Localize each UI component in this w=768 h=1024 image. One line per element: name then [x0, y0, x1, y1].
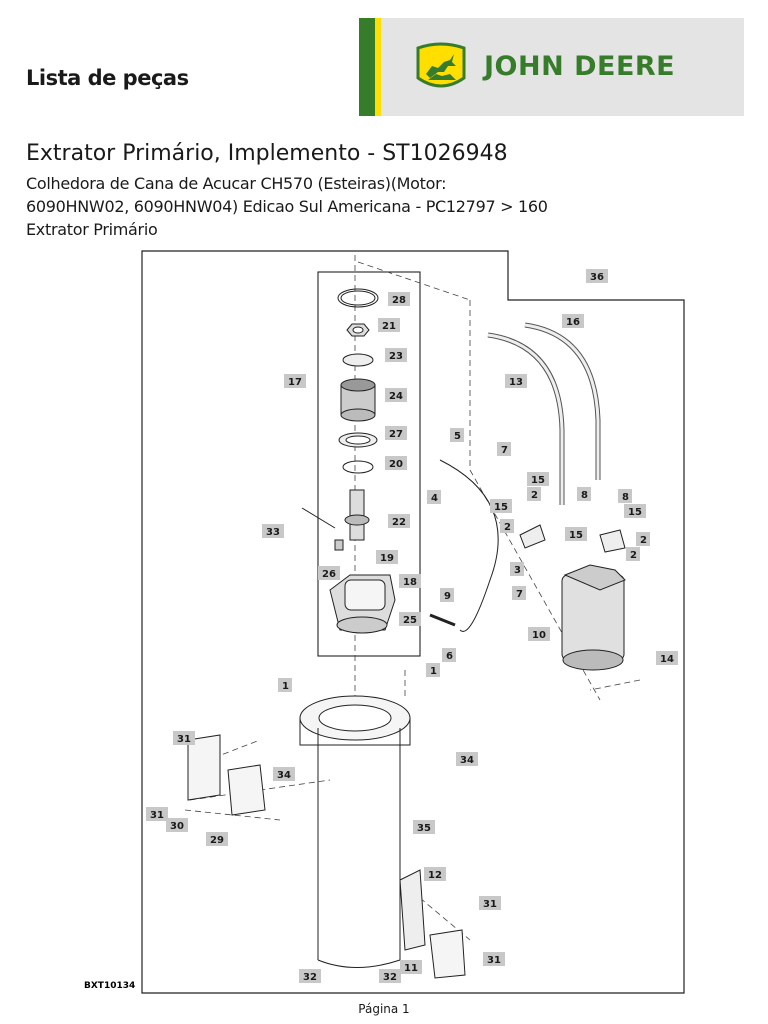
- hydraulic-motor: [429, 322, 626, 671]
- callout-28: 28: [392, 295, 406, 306]
- callout-15d: 15: [569, 530, 583, 541]
- callout-31d: 31: [487, 955, 501, 966]
- callout-34a: 34: [277, 770, 291, 781]
- callout-31c: 31: [483, 899, 497, 910]
- callout-14: 14: [660, 654, 674, 665]
- callout-2a: 2: [531, 490, 538, 501]
- callout-16: 16: [566, 317, 580, 328]
- callout-2b: 2: [504, 522, 511, 533]
- callout-13: 13: [509, 377, 523, 388]
- callout-21: 21: [382, 321, 396, 332]
- callout-18: 18: [403, 577, 417, 588]
- callout-32a: 32: [303, 972, 317, 983]
- callout-19: 19: [380, 553, 394, 564]
- page-number: Página 1: [358, 1002, 410, 1016]
- callout-5: 5: [454, 431, 461, 442]
- figure-code: BXT10134: [84, 981, 135, 991]
- diagram-frame: [141, 250, 685, 994]
- brand-stripe-green: [359, 18, 375, 116]
- callout-26: 26: [322, 569, 336, 580]
- deer-logo-icon: [416, 42, 466, 88]
- callout-8a: 8: [581, 490, 588, 501]
- callout-4: 4: [431, 493, 438, 504]
- section-title: Extrator Primário, Implemento - ST102694…: [26, 141, 508, 166]
- callout-2c: 2: [640, 535, 647, 546]
- callout-33: 33: [266, 527, 280, 538]
- callout-31b: 31: [150, 810, 164, 821]
- extractor-tube: [187, 695, 466, 979]
- brand-banner: JOHN DEERE: [359, 18, 744, 116]
- brand-name: JOHN DEERE: [484, 51, 676, 82]
- callout-7b: 7: [516, 589, 523, 600]
- callout-15b: 15: [494, 502, 508, 513]
- callout-36: 36: [590, 272, 604, 283]
- callout-15c: 15: [628, 507, 642, 518]
- brand-stripe-yellow: [375, 18, 381, 116]
- callout-20: 20: [389, 459, 403, 470]
- callout-34b: 34: [460, 755, 474, 766]
- subtitle-line-2: 6090HNW02, 6090HNW04) Edicao Sul America…: [26, 197, 548, 216]
- callout-10: 10: [532, 630, 546, 641]
- callout-25: 25: [403, 615, 417, 626]
- callout-22: 22: [392, 517, 406, 528]
- callout-8b: 8: [622, 492, 629, 503]
- callout-15a: 15: [531, 475, 545, 486]
- callout-3: 3: [514, 565, 521, 576]
- callout-24: 24: [389, 391, 403, 402]
- callout-31a: 31: [177, 734, 191, 745]
- assembly-17-box: [317, 271, 421, 657]
- subtitle-line-1: Colhedora de Cana de Acucar CH570 (Estei…: [26, 174, 447, 193]
- shaft-stack: [301, 288, 396, 634]
- callout-29: 29: [210, 835, 224, 846]
- callout-32b: 32: [383, 972, 397, 983]
- callout-2d: 2: [630, 550, 637, 561]
- doc-title: Lista de peças: [26, 66, 189, 90]
- callout-7a: 7: [501, 445, 508, 456]
- callout-1a: 1: [282, 681, 289, 692]
- callout-1b: 1: [430, 666, 437, 677]
- callout-27: 27: [389, 429, 403, 440]
- callout-35: 35: [417, 823, 431, 834]
- callout-17: 17: [288, 377, 302, 388]
- callout-labels: 28 21 23 17 24 27 20 22 33 19 26 18 25 3…: [146, 269, 678, 983]
- callout-11: 11: [404, 963, 418, 974]
- subtitle-line-3: Extrator Primário: [26, 220, 158, 239]
- callout-12: 12: [428, 870, 442, 881]
- callout-30: 30: [170, 821, 184, 832]
- callout-9: 9: [444, 591, 451, 602]
- callout-23: 23: [389, 351, 403, 362]
- callout-6: 6: [446, 651, 453, 662]
